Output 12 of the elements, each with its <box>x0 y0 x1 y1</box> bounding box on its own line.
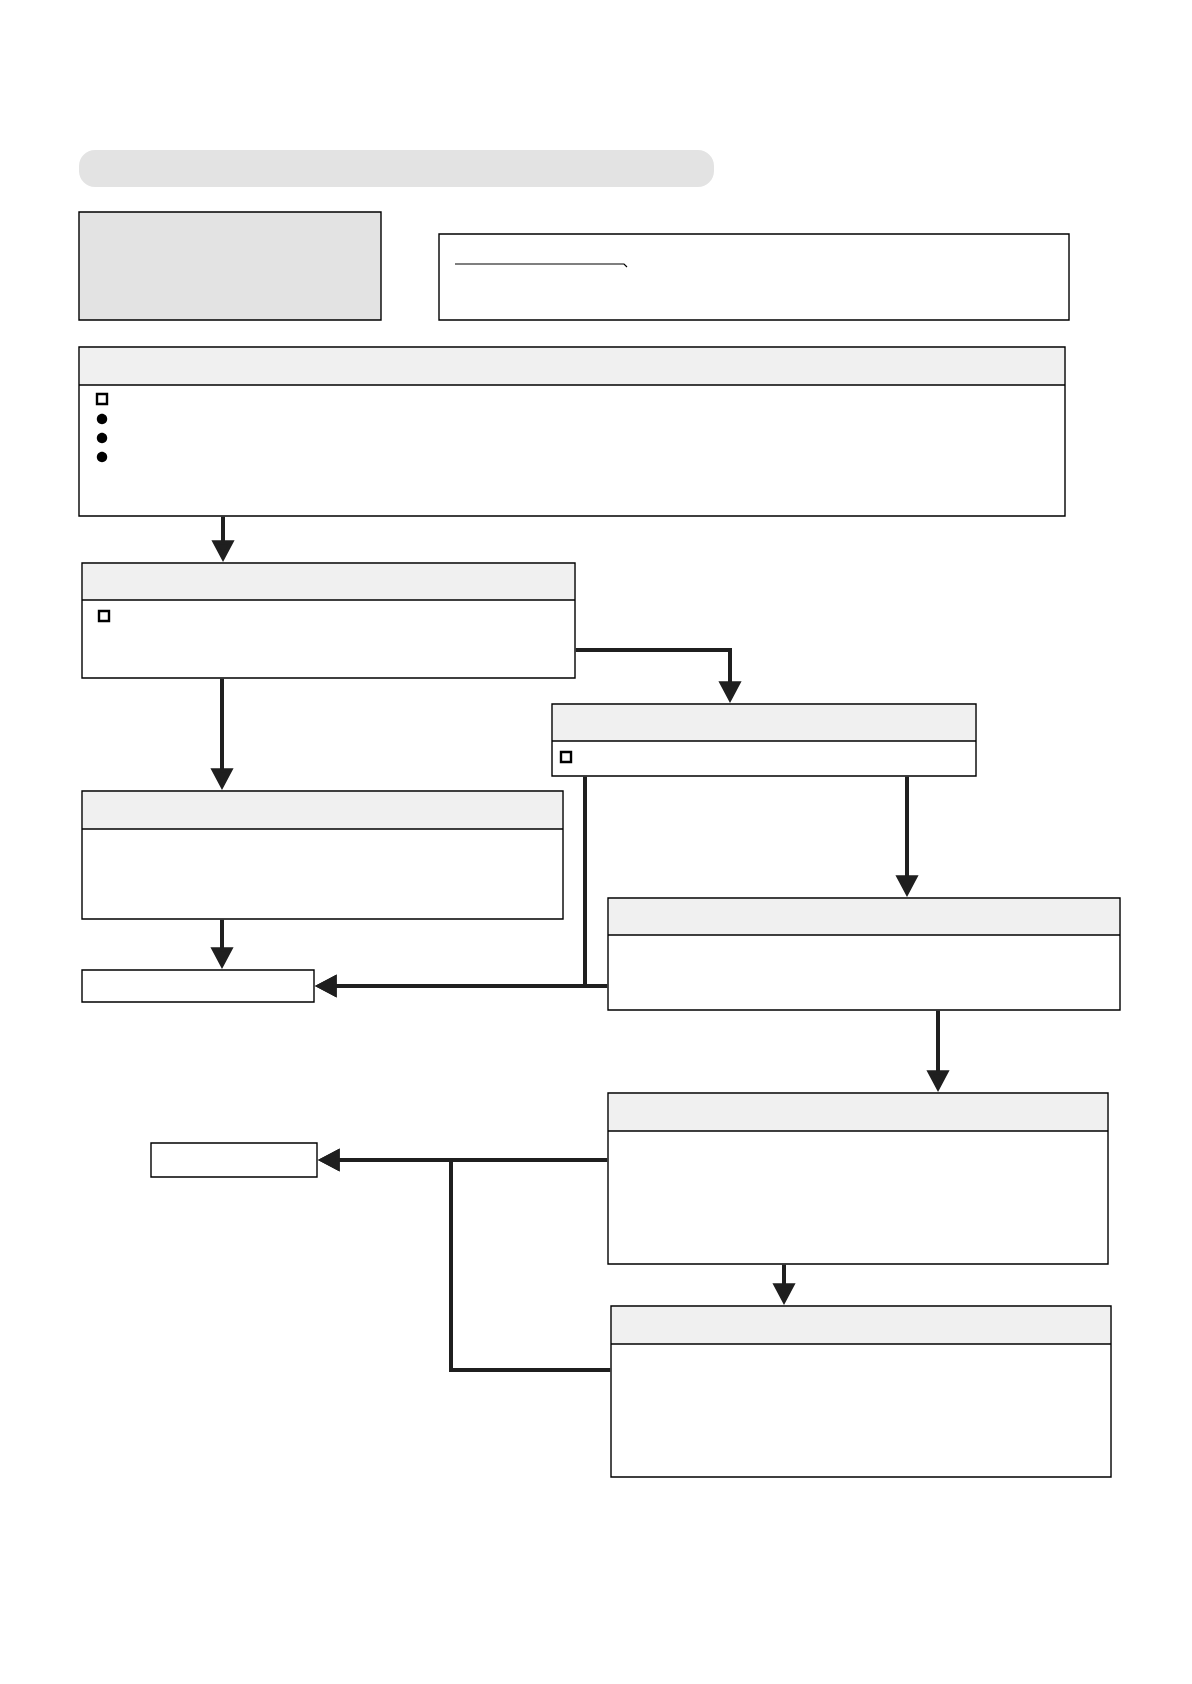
section-box <box>610 1305 1112 1478</box>
section-box <box>551 703 977 777</box>
note-box <box>438 233 1070 321</box>
gradient-box <box>78 211 382 321</box>
section-box <box>607 897 1121 1011</box>
title-banner <box>79 150 714 187</box>
section-box <box>78 346 1066 517</box>
section-box <box>607 1092 1109 1265</box>
section-box <box>81 562 576 679</box>
small-box <box>150 1142 318 1178</box>
section-box <box>81 790 564 920</box>
small-box <box>81 969 315 1003</box>
